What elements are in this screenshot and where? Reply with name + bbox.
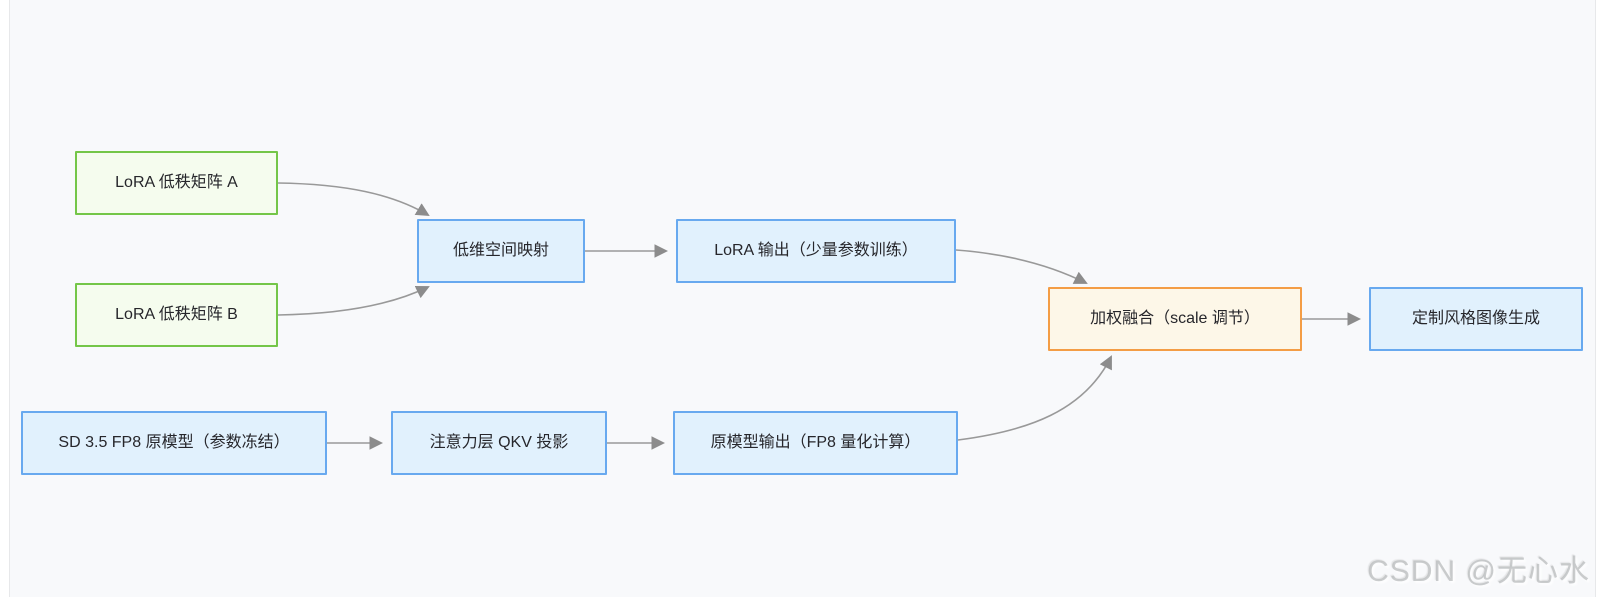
node-low-dim-mapping: 低维空间映射: [417, 219, 585, 283]
node-base-model-output: 原模型输出（FP8 量化计算）: [673, 411, 958, 475]
csdn-watermark: CSDN @无心水: [1367, 555, 1590, 588]
node-styled-image-output: 定制风格图像生成: [1369, 287, 1583, 351]
node-weighted-fusion: 加权融合（scale 调节）: [1048, 287, 1302, 351]
node-sd-base-model: SD 3.5 FP8 原模型（参数冻结）: [21, 411, 327, 475]
node-lora-output: LoRA 输出（少量参数训练）: [676, 219, 956, 283]
node-lora-matrix-b: LoRA 低秩矩阵 B: [75, 283, 278, 347]
node-lora-matrix-a: LoRA 低秩矩阵 A: [75, 151, 278, 215]
node-qkv-projection: 注意力层 QKV 投影: [391, 411, 607, 475]
